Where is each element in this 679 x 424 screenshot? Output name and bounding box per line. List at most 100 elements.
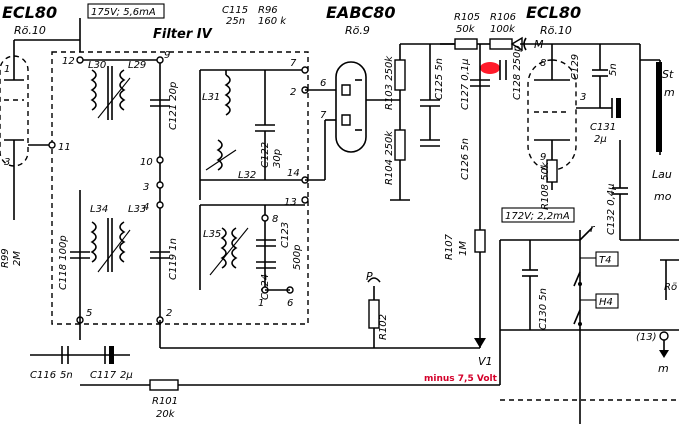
c116-value: 5n bbox=[60, 370, 73, 381]
tube-label-eabc80: EABC80 bbox=[326, 3, 396, 22]
resistor-r104 bbox=[394, 129, 406, 161]
supply-box-top bbox=[87, 3, 165, 19]
r107-value: 1M bbox=[458, 241, 469, 256]
svg-text:12: 12 bbox=[62, 56, 75, 67]
svg-text:8: 8 bbox=[540, 58, 546, 69]
c125-label: C125 5n bbox=[434, 58, 445, 100]
terminal-m-out: m bbox=[658, 362, 669, 375]
svg-text:6: 6 bbox=[320, 78, 326, 89]
l35-label: L35 bbox=[203, 229, 221, 240]
c131-label: C131 bbox=[590, 122, 616, 133]
c115-value: 25n bbox=[226, 16, 245, 27]
tube-ref-eabc80: Rö.9 bbox=[345, 24, 370, 37]
terminal-13 bbox=[659, 331, 669, 341]
pin-7 bbox=[301, 66, 309, 74]
svg-text:2: 2 bbox=[290, 87, 296, 98]
l29-label: L29 bbox=[128, 60, 146, 71]
c128-label: C128 250p bbox=[512, 45, 523, 100]
c122-label: C122 bbox=[260, 142, 271, 168]
transformer-l34-l33: L34 L33 bbox=[90, 204, 146, 273]
coil-l35: L35 bbox=[203, 227, 249, 276]
r105-label: R105 bbox=[454, 12, 480, 23]
terminal-13-label: (13) bbox=[636, 332, 657, 343]
supply-mid-label: 172V; 2,2mA bbox=[505, 211, 570, 222]
c126-label: C126 5n bbox=[460, 138, 471, 180]
svg-text:14: 14 bbox=[287, 168, 300, 179]
svg-text:6: 6 bbox=[287, 298, 293, 309]
svg-text:9: 9 bbox=[540, 152, 546, 163]
c132-label: C132 0,4µ bbox=[606, 183, 617, 235]
resistor-r105 bbox=[454, 38, 478, 50]
svg-text:H4: H4 bbox=[599, 297, 613, 308]
tube-label-ecl80-left: ECL80 bbox=[2, 3, 57, 22]
tube-ecl80-left: 1 3 bbox=[0, 40, 29, 220]
svg-text:Rö: Rö bbox=[664, 282, 677, 293]
svg-text:5: 5 bbox=[86, 308, 92, 319]
r104-label: R104 250k bbox=[384, 130, 395, 185]
c127-label: C127 0,1µ bbox=[460, 58, 471, 110]
l34-label: L34 bbox=[90, 204, 108, 215]
tube-label-ecl80-right: ECL80 bbox=[526, 3, 581, 22]
svg-text:3: 3 bbox=[580, 92, 586, 103]
coil-l31-l32: L31 L32 bbox=[199, 69, 305, 200]
svg-text:T4: T4 bbox=[599, 255, 611, 266]
r99-value: 2M bbox=[12, 251, 23, 266]
supply-box-mid bbox=[501, 207, 575, 223]
c122-value: 30p bbox=[272, 149, 283, 168]
svg-text:13: 13 bbox=[284, 197, 297, 208]
svg-text:7: 7 bbox=[290, 58, 297, 69]
tube-ecl80-right bbox=[527, 44, 577, 171]
note-minus-voltage: minus 7,5 Volt bbox=[424, 374, 498, 384]
l32-label: L32 bbox=[238, 170, 256, 181]
svg-text:2: 2 bbox=[166, 308, 172, 319]
c123-label: C123 bbox=[280, 222, 291, 248]
terminal-v1: V1 bbox=[478, 355, 493, 368]
r101-label: R101 bbox=[152, 396, 178, 407]
svg-text:1: 1 bbox=[4, 64, 10, 75]
svg-text:8: 8 bbox=[272, 214, 278, 225]
r101-value: 20k bbox=[156, 409, 176, 420]
r107-label: R107 bbox=[444, 233, 455, 260]
c115-label: C115 bbox=[222, 5, 248, 16]
r108-label: R108 50k bbox=[540, 161, 551, 210]
transformer-l30-l29: L30 L29 bbox=[79, 60, 146, 120]
terminal-r: r bbox=[590, 222, 596, 235]
r96-label: R96 bbox=[258, 5, 278, 16]
c123-value: 500p bbox=[292, 245, 303, 270]
pin-13 bbox=[301, 196, 309, 204]
c131-value: 2µ bbox=[594, 134, 607, 145]
svg-text:Lau: Lau bbox=[652, 168, 672, 181]
svg-text:mo: mo bbox=[654, 190, 672, 203]
supply-top-label: 175V; 5,6mA bbox=[91, 7, 156, 18]
resistor-r108 bbox=[546, 159, 558, 183]
svg-text:9: 9 bbox=[164, 50, 170, 61]
switch-t4 bbox=[595, 251, 619, 267]
svg-text:10: 10 bbox=[140, 157, 153, 168]
c117-label: C117 bbox=[90, 370, 117, 381]
svg-text:m: m bbox=[664, 86, 675, 99]
c121-label: C121 20p bbox=[168, 82, 179, 130]
tube-ref-ecl80-right: Rö.10 bbox=[540, 24, 572, 37]
resistor-r106 bbox=[489, 38, 513, 50]
filter-title: Filter IV bbox=[153, 27, 213, 42]
pin-11 bbox=[48, 141, 56, 149]
pin-4 bbox=[156, 201, 164, 209]
svg-text:3: 3 bbox=[143, 182, 149, 193]
filter-box bbox=[51, 51, 309, 325]
svg-text:11: 11 bbox=[58, 142, 71, 153]
svg-text:4: 4 bbox=[143, 202, 149, 213]
r105-value: 50k bbox=[456, 24, 476, 35]
resistor-r101 bbox=[149, 379, 179, 391]
r102-label: R102 bbox=[378, 314, 389, 340]
c118-label: C118 100p bbox=[58, 235, 69, 290]
svg-text:7: 7 bbox=[320, 110, 327, 121]
svg-text:1: 1 bbox=[258, 298, 264, 309]
c130-label: C130 5n bbox=[538, 288, 549, 330]
resistor-r103 bbox=[394, 59, 406, 91]
red-marker bbox=[480, 62, 500, 74]
c117-value: 2µ bbox=[120, 370, 133, 381]
transformer-core bbox=[656, 62, 662, 152]
l31-label: L31 bbox=[202, 92, 220, 103]
